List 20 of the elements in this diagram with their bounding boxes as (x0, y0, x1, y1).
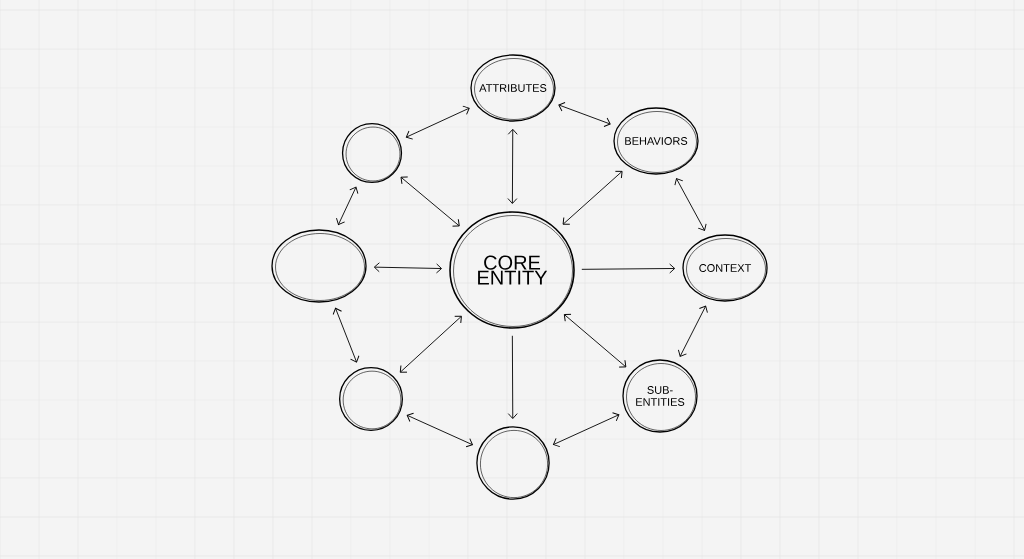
empty-circle (339, 367, 403, 431)
arrow (552, 412, 620, 448)
empty-circle (341, 122, 403, 184)
arrow (405, 105, 470, 140)
empty-ellipse (271, 229, 367, 303)
arrow (562, 170, 623, 225)
arrow (399, 315, 462, 373)
arrow (581, 263, 676, 274)
arrow (400, 176, 460, 227)
arrow (507, 128, 518, 204)
arrow (563, 313, 627, 368)
arrow (332, 307, 360, 363)
arrow (674, 178, 707, 231)
arrow (406, 412, 473, 448)
arrow (507, 335, 518, 420)
arrow (677, 305, 708, 357)
arrow (558, 102, 611, 127)
empty-circle (476, 426, 550, 500)
arrow (373, 262, 442, 274)
arrow (336, 186, 359, 225)
